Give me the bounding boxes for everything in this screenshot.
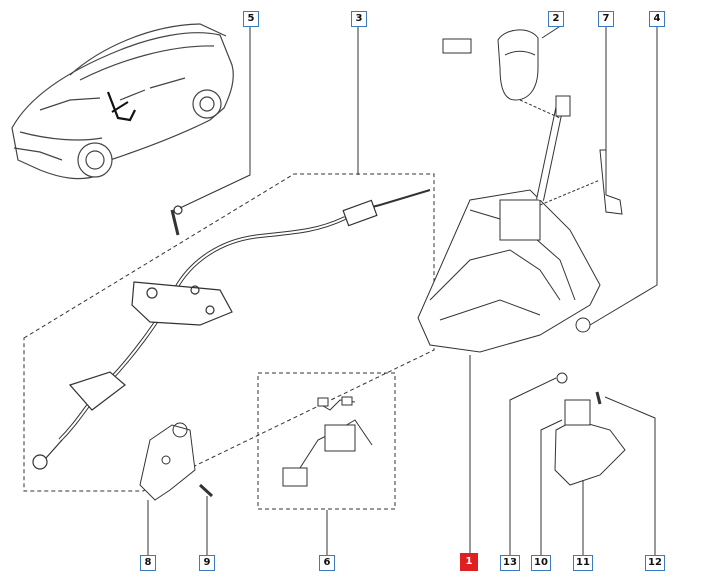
callout-8[interactable]: 8 [140, 555, 156, 571]
cable-group-outline [23, 173, 435, 492]
callout-5[interactable]: 5 [243, 11, 259, 27]
car-illustration [11, 23, 234, 180]
selector-module [554, 372, 626, 486]
callout-9[interactable]: 9 [199, 555, 215, 571]
wiring-harness [282, 396, 373, 487]
callout-7[interactable]: 7 [598, 11, 614, 27]
callout-6[interactable]: 6 [319, 555, 335, 571]
shift-cable [32, 189, 431, 470]
callout-1[interactable]: 1 [460, 553, 478, 571]
callout-13[interactable]: 13 [500, 555, 520, 571]
leader-lines [147, 24, 658, 560]
harness-group-outline [257, 372, 396, 510]
gear-knob [442, 29, 561, 119]
callout-2[interactable]: 2 [548, 11, 564, 27]
cable-bracket [139, 422, 214, 501]
callout-12[interactable]: 12 [645, 555, 665, 571]
callout-10[interactable]: 10 [531, 555, 551, 571]
callout-3[interactable]: 3 [351, 11, 367, 27]
callout-11[interactable]: 11 [573, 555, 593, 571]
callout-4[interactable]: 4 [649, 11, 665, 27]
gear-lever-assembly [417, 95, 601, 353]
